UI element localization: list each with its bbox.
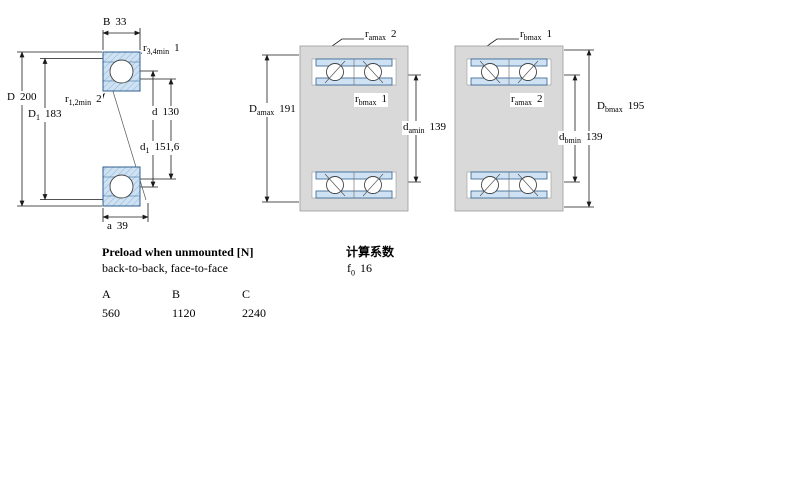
bearing-cross-section — [17, 28, 176, 222]
bearing-diagrams-svg — [17, 28, 594, 222]
back-to-back-diagram — [262, 38, 421, 212]
preload-col-C: C — [242, 287, 251, 301]
preload-value-A: 560 — [102, 306, 120, 320]
calc-factors-title: 计算系数 — [346, 245, 395, 259]
preload-value-B: 1120 — [172, 306, 196, 320]
ball-bottom — [109, 174, 134, 199]
preload-col-B: B — [172, 287, 181, 301]
preload-value-C: 2240 — [242, 306, 266, 320]
preload-col-A: A — [102, 287, 111, 301]
preload-subtitle: back-to-back, face-to-face — [102, 261, 228, 275]
face-to-face-diagram — [454, 38, 594, 212]
preload-title: Preload when unmounted [N] — [102, 245, 254, 259]
ball-top — [109, 59, 134, 84]
upper-ring-section — [102, 51, 141, 92]
